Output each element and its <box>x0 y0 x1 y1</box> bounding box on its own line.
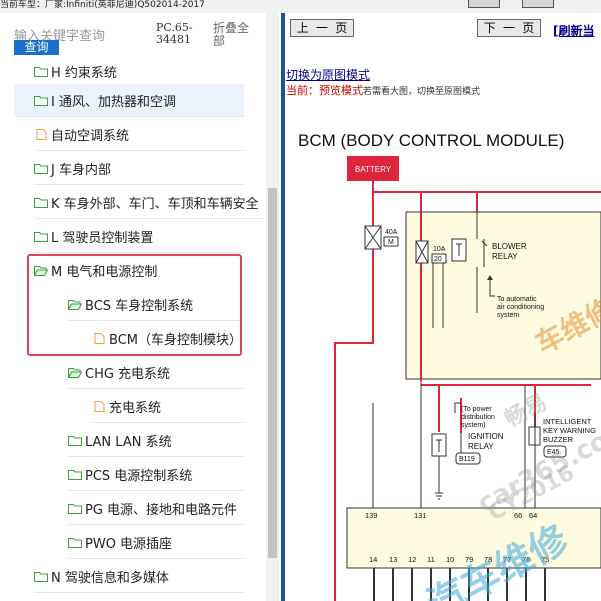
tree-item-n[interactable]: N 驾驶信息和多媒体 <box>34 560 244 593</box>
pin-bottom: 14 <box>369 555 377 564</box>
refresh-link[interactable]: [刷新当 <box>553 24 595 38</box>
tree-item-bcs[interactable]: BCS 车身控制系统 <box>68 288 242 321</box>
tree-item-l[interactable]: L 驾驶员控制装置 <box>34 220 244 253</box>
fuse1-amp: 40A <box>385 229 398 236</box>
page-navigation: 上 一 页 下 一 页 [刷新当 <box>285 13 601 43</box>
current-mode-line: 当前：预览模式若需看大图，切换至原图模式 <box>286 82 480 98</box>
folder-open-icon <box>68 367 82 378</box>
prev-page-button[interactable]: 上 一 页 <box>290 19 354 37</box>
pin-bottom: 79 <box>465 555 473 564</box>
tree-scrollbar[interactable] <box>266 13 279 601</box>
pin-bottom: 77 <box>503 555 511 564</box>
tree-item-j[interactable]: J 车身内部 <box>34 152 244 185</box>
tree-item-lan[interactable]: LAN LAN 系统 <box>68 424 244 457</box>
ignition-relay-label2: RELAY <box>468 442 494 451</box>
folder-icon <box>68 503 82 514</box>
folder-icon <box>34 231 48 242</box>
tree-item-i[interactable]: I 通风、加热器和空调 <box>14 84 244 117</box>
bcm-module-box <box>346 507 601 569</box>
mode-hint: 若需看大图，切换至原图模式 <box>363 87 481 97</box>
buzzer-label2: KEY WARNING <box>543 426 596 435</box>
pin-bottom: 11 <box>427 555 435 564</box>
folder-icon <box>34 163 48 174</box>
folder-icon <box>34 571 48 582</box>
folder-icon <box>68 537 82 548</box>
pin-bottom: 76 <box>522 555 530 564</box>
tree-item-charging[interactable]: 充电系统 <box>92 390 244 423</box>
search-button[interactable]: 查询 <box>14 40 59 55</box>
fuse1-letter: M <box>388 239 394 246</box>
ignition-connector: B119 <box>459 456 475 463</box>
document-icon <box>36 128 47 140</box>
vehicle-info-bar: 当前车型：厂家:Infiniti(英菲尼迪)Q502014-2017 <box>0 0 601 13</box>
panel-divider[interactable] <box>281 13 285 601</box>
document-icon <box>94 400 105 412</box>
tree-item-pg[interactable]: PG 电源、接地和电路元件 <box>68 492 244 525</box>
tree-item-pwo[interactable]: PWO 电源插座 <box>68 526 244 559</box>
vehicle-label: 当前车型：厂家:Infiniti(英菲尼迪)Q502014-2017 <box>0 0 205 10</box>
fuse2-num: 20 <box>434 256 442 263</box>
tree-item-chg[interactable]: CHG 充电系统 <box>68 356 244 389</box>
top-button-left[interactable] <box>468 0 500 8</box>
folder-icon <box>34 66 48 77</box>
tree-item-auto-ac[interactable]: 自动空调系统 <box>34 118 244 151</box>
bcm-wiring-diagram: BCM (BODY CONTROL MODULE) BATTERY 40A M … <box>298 131 601 601</box>
pin-64: 64 <box>529 511 537 520</box>
pin-bottom: 10 <box>446 555 454 564</box>
pin-139: 139 <box>365 511 378 520</box>
pin-bottom: 75 <box>541 555 549 564</box>
tree-item-pcs[interactable]: PCS 电源控制系统 <box>68 458 244 491</box>
tree-item-k[interactable]: K 车身外部、车门、车顶和车辆安全 <box>34 186 264 219</box>
folder-open-icon <box>68 299 82 310</box>
folder-icon <box>68 435 82 446</box>
to-power-label2: distribution <box>461 414 495 421</box>
pin-66: 66 <box>514 511 522 520</box>
pin-131: 131 <box>414 511 427 520</box>
pin-bottom: 78 <box>484 555 492 564</box>
to-power-label3: system) <box>461 422 486 429</box>
pin-bottom: 12 <box>408 555 416 564</box>
top-button-right[interactable] <box>522 0 554 8</box>
to-auto-label3: system <box>497 312 519 319</box>
switch-original-link[interactable]: 切换为原图模式 <box>286 68 371 82</box>
document-panel: 上 一 页 下 一 页 [刷新当 切换为原图模式 当前：预览模式若需看大图，切换… <box>285 13 601 601</box>
buzzer-label1: INTELLIGENT <box>543 417 592 426</box>
pin-bottom: 13 <box>389 555 397 564</box>
current-mode: 预览模式 <box>319 84 363 97</box>
current-prefix: 当前： <box>286 84 319 97</box>
folder-icon <box>68 469 82 480</box>
to-auto-label1: To automatic <box>497 296 537 303</box>
catalog-panel: 输入关键字查询 查询 PC.65-34481 折叠全部 H 约束系统 I 通风、… <box>0 13 281 601</box>
battery-label: BATTERY <box>355 165 392 174</box>
collapse-all-button[interactable]: 折叠全部 <box>213 21 250 48</box>
scrollbar-thumb[interactable] <box>268 188 277 558</box>
blower-relay-label2: RELAY <box>492 252 518 261</box>
highlight-box <box>27 254 242 356</box>
buzzer-label3: BUZZER <box>543 435 574 444</box>
to-power-label1: (To power <box>461 406 492 413</box>
battery-box <box>347 156 399 181</box>
document-icon <box>94 333 105 344</box>
folder-open-icon <box>34 266 48 276</box>
buzzer-connector: E45 <box>547 449 560 456</box>
folder-icon <box>34 197 48 208</box>
fuse2-amp: 10A <box>433 246 446 253</box>
relay-box <box>405 211 601 380</box>
diagram-title: BCM (BODY CONTROL MODULE) <box>298 131 564 150</box>
tree-item-bcm[interactable]: BCM（车身控制模块） <box>92 322 242 355</box>
blower-relay-label1: BLOWER <box>492 242 527 251</box>
folder-icon <box>34 95 48 106</box>
ignition-relay-label1: IGNITION <box>468 432 504 441</box>
tree-item-m[interactable]: M 电气和电源控制 <box>34 254 242 287</box>
to-auto-label2: air conditioning <box>497 304 544 311</box>
next-page-button[interactable]: 下 一 页 <box>477 19 541 37</box>
pc-number: PC.65-34481 <box>156 21 193 46</box>
